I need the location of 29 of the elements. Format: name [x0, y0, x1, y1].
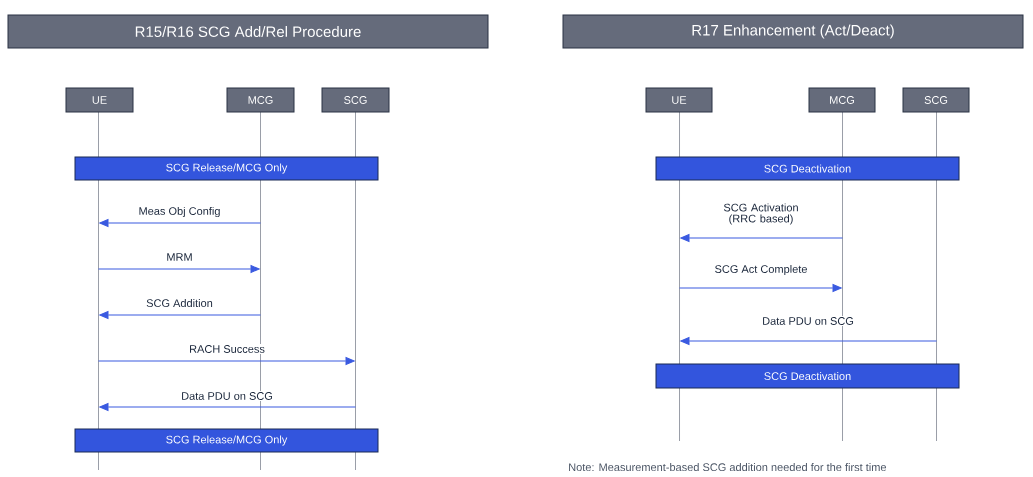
message-arrow	[680, 234, 843, 242]
edge-label: RACH Success	[188, 344, 266, 354]
note-text: Note: Measurement-based SCG addition needed for the first time	[569, 463, 887, 472]
edge-label: SCG Addition	[145, 297, 214, 309]
participant-box: SCG	[902, 87, 970, 113]
header-bar: R15/R16 SCG Add/Rel Procedure	[7, 14, 489, 49]
header-bar: R17 Enhancement (Act/Deact)	[562, 14, 1024, 49]
participant-box: MCG	[226, 87, 295, 113]
message-arrow	[98, 357, 355, 365]
edge-label: MRM	[165, 252, 194, 262]
message-arrow	[99, 219, 261, 227]
message-arrow	[99, 403, 356, 411]
participant-box: MCG	[808, 87, 876, 113]
participant-box: UE	[65, 87, 134, 113]
state-band: SCG Release/MCG Only	[74, 156, 379, 181]
state-band: SCG Deactivation	[655, 156, 960, 181]
participant-box: SCG	[321, 87, 390, 113]
edge-label: SCG Activation (RRC based)	[715, 202, 807, 226]
edge-label: SCG Act Complete	[713, 263, 809, 277]
edge-label: Meas Obj Config	[137, 205, 222, 219]
edge-label: Data PDU on SCG	[180, 391, 274, 401]
message-arrow	[98, 265, 260, 273]
participant-box: UE	[645, 87, 713, 113]
message-arrow	[99, 311, 261, 319]
state-band: SCG Release/MCG Only	[74, 428, 379, 453]
state-band: SCG Deactivation	[655, 363, 960, 389]
edge-label: Data PDU on SCG	[761, 316, 855, 326]
message-arrow	[679, 284, 842, 292]
message-arrow	[680, 337, 937, 345]
